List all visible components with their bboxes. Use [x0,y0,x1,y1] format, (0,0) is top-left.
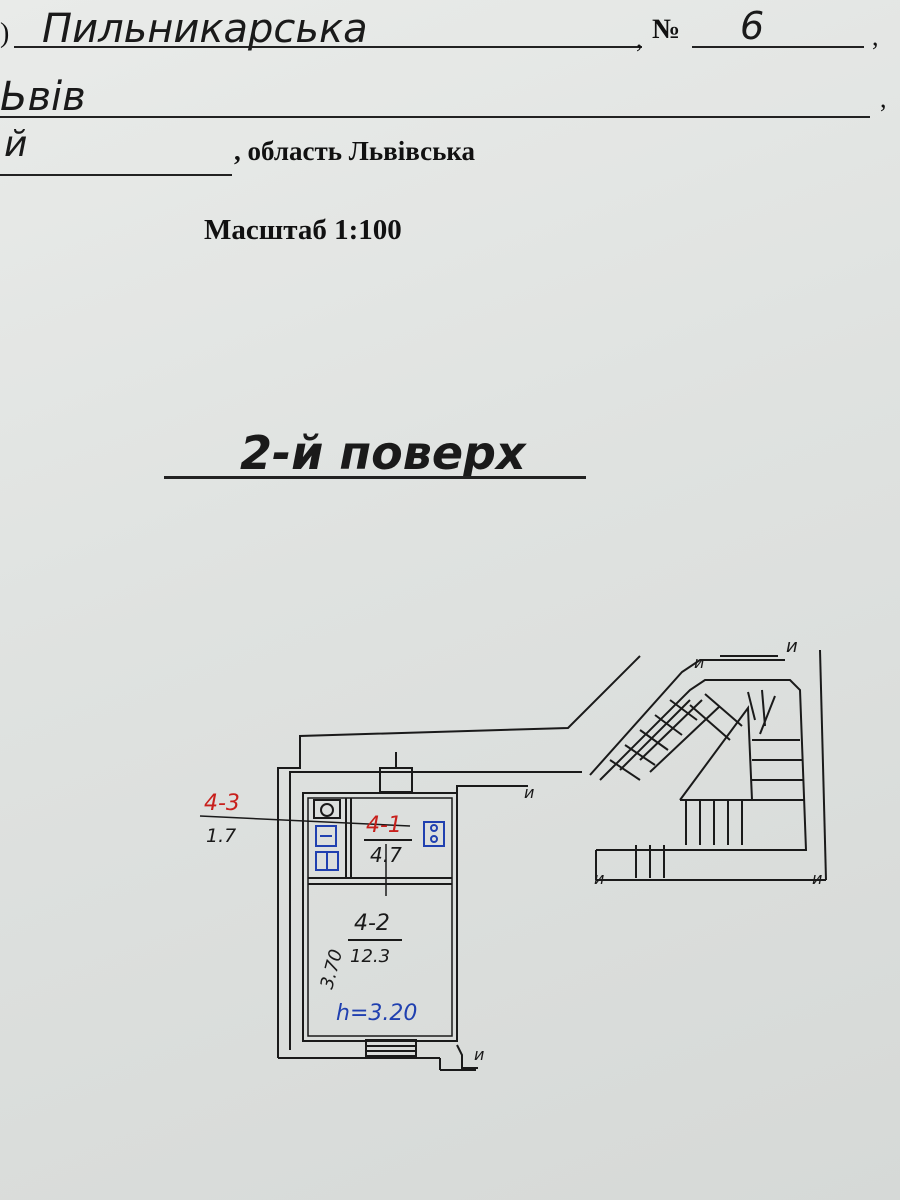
room-4-2-id: 4-2 [354,911,390,936]
street-name: Пильникарська [42,6,368,52]
number-underline [692,46,864,48]
comma-2: , [880,84,887,113]
comma-end-1: , [872,22,879,51]
room-4-1-area: 4.7 [370,843,402,867]
house-number: 6 [740,4,765,48]
wall-mark: и [786,636,798,657]
room-4-3-id: 4-3 [204,791,240,816]
comma-1: , [636,24,643,53]
sink-icon [315,825,337,847]
region-text: , область Львівська [234,136,476,166]
room-4-2-area: 12.3 [350,946,390,967]
room-4-1-id: 4-1 [366,813,402,838]
wall-mark: и [812,869,822,888]
city-name: Ьвів [0,74,86,120]
floor-title-underline [164,476,586,479]
number-label: № [652,14,681,45]
district-fragment: й [4,124,28,165]
outer-wall-inner [289,771,582,1050]
wall-mark: и [594,869,604,888]
district-underline [0,174,232,176]
room-4-3-area: 1.7 [206,825,236,847]
street-prefix: ) [0,18,10,49]
height-label: h=3.20 [336,1001,417,1026]
side-dimension: 3.70 [317,947,348,991]
city-underline [0,116,870,118]
street-underline [14,46,642,48]
scale-label: Масштаб 1:100 [204,214,402,246]
wall-mark: и [694,653,704,672]
wall-mark: и [524,783,534,802]
stove-icon [423,821,445,847]
outer-wall [277,655,641,1058]
wall-mark: и [474,1045,484,1064]
stair-outline [589,659,785,776]
floor-title: 2-й поверх [240,426,526,480]
